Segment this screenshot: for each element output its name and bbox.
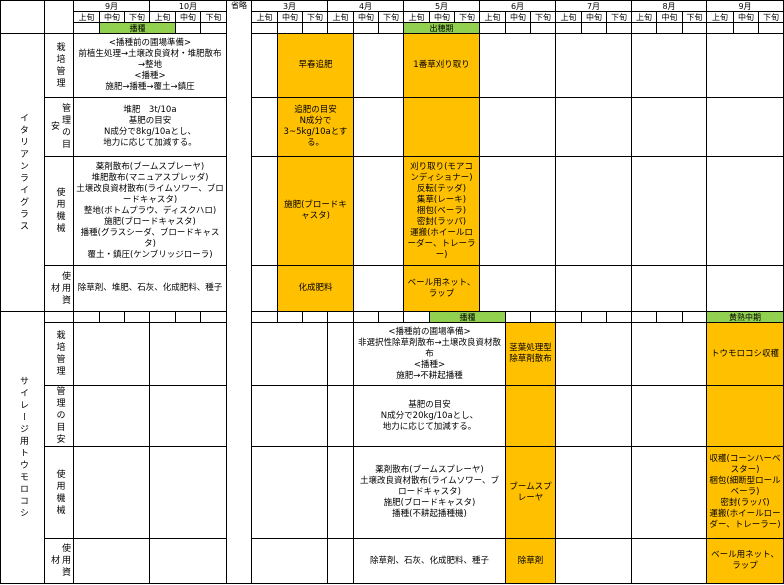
- table-cell: [706, 97, 784, 157]
- table-cell: [555, 156, 632, 266]
- table-cell: [251, 265, 278, 312]
- march-task: 早春追肥: [277, 33, 354, 98]
- table-cell: [149, 322, 227, 386]
- table-cell: [555, 446, 632, 539]
- task-text: 除草剤、堆肥、石灰、化成肥料、種子: [73, 265, 227, 312]
- june-task: 除草剤: [505, 538, 556, 584]
- table-cell: [327, 322, 354, 386]
- table-cell: [327, 446, 354, 539]
- table-cell: [631, 97, 707, 157]
- table-cell: [251, 538, 328, 584]
- september-task: 収穫(コーンハーベスター) 梱包(細断型ロールベーラ) 密封(ラッパ) 運搬(ホ…: [706, 446, 784, 539]
- table-cell: [631, 538, 707, 584]
- table-cell: [555, 265, 632, 312]
- march-task: 追肥の目安 N成分で3~5kg/10aとする。: [277, 97, 354, 157]
- table-cell: [73, 538, 150, 584]
- june-task: [505, 385, 556, 447]
- table-cell: [631, 322, 707, 386]
- task-text: 薬剤散布(ブームスプレーヤ) 土壌改良資材散布(ライムソワー、ブロードキャスタ)…: [353, 446, 506, 539]
- table-cell: [706, 265, 784, 312]
- june-task: 茎葉処理型除草剤散布: [505, 322, 556, 386]
- table-cell: [631, 385, 707, 447]
- table-cell: [353, 265, 404, 312]
- table-cell: [149, 385, 227, 447]
- september-task: ベール用ネット、ラップ: [706, 538, 784, 584]
- task-text: <播種前の圃場準備> 前植生処理→土壌改良資材・堆肥散布→整地 <播種> 施肥→…: [73, 33, 227, 98]
- september-task: [706, 385, 784, 447]
- table-cell: [73, 446, 150, 539]
- table-cell: [251, 446, 328, 539]
- table-cell: [479, 156, 556, 266]
- june-task: ブームスプレーヤ: [505, 446, 556, 539]
- crop-label-silage-corn: サイレージ用トウモロコシ: [0, 311, 45, 584]
- table-cell: [251, 97, 278, 157]
- header-corner-label: [44, 0, 74, 34]
- table-cell: [479, 33, 556, 98]
- table-cell: [555, 538, 632, 584]
- task-text: <播種前の圃場準備> 非選択性除草剤散布→土壌改良資材散布 <播種> 施肥→不耕…: [353, 322, 506, 386]
- table-cell: [73, 322, 150, 386]
- header-corner-crop: [0, 0, 45, 34]
- table-cell: [631, 33, 707, 98]
- table-cell: [251, 156, 278, 266]
- table-cell: [149, 538, 227, 584]
- march-task: 化成肥料: [277, 265, 354, 312]
- table-cell: [251, 385, 328, 447]
- table-cell: [706, 33, 784, 98]
- row-label: 使用機械: [44, 156, 74, 266]
- table-cell: [555, 322, 632, 386]
- table-cell: [631, 446, 707, 539]
- row-label: 使用機械: [44, 446, 74, 539]
- table-cell: [479, 97, 556, 157]
- table-cell: [555, 33, 632, 98]
- may-task: 1番草刈り取り: [403, 33, 480, 98]
- table-cell: [73, 385, 150, 447]
- task-text: 基肥の目安 N成分で20kg/10aとし、 地力に応じて加減する。: [353, 385, 506, 447]
- table-cell: [631, 156, 707, 266]
- may-task: [403, 97, 480, 157]
- table-cell: [327, 385, 354, 447]
- table-cell: [149, 446, 227, 539]
- task-text: 堆肥 3t/10a 基肥の目安 N成分で8kg/10aとし、 地力に応じて加減す…: [73, 97, 227, 157]
- table-cell: [479, 265, 556, 312]
- row-label: 栽培管理: [44, 322, 74, 386]
- row-label: 栽培管理: [44, 33, 74, 98]
- table-cell: [631, 265, 707, 312]
- task-text: 薬剤散布(ブームスプレーヤ) 堆肥散布(マニュアスプレッダ) 土壌改良資材散布(…: [73, 156, 227, 266]
- table-cell: [327, 538, 354, 584]
- may-task: ベール用ネット、ラップ: [403, 265, 480, 312]
- may-task: 刈り取り(モアコンディショナー) 反転(テッダ) 集草(レーキ) 梱包(ベーラ)…: [403, 156, 480, 266]
- row-label: 管理の目安: [44, 385, 74, 447]
- row-label: 使用資材: [44, 538, 74, 584]
- table-cell: [353, 156, 404, 266]
- march-task: 施肥(ブロードキャスタ): [277, 156, 354, 266]
- table-cell: [353, 97, 404, 157]
- table-cell: [706, 156, 784, 266]
- table-cell: [353, 33, 404, 98]
- table-cell: [555, 385, 632, 447]
- september-task: トウモロコシ収穫: [706, 322, 784, 386]
- table-cell: [251, 33, 278, 98]
- task-text: 除草剤、石灰、化成肥料、種子: [353, 538, 506, 584]
- table-cell: [555, 97, 632, 157]
- row-label: 管理の目安: [44, 97, 74, 157]
- omitted-column: 省略: [226, 0, 252, 584]
- table-cell: [251, 322, 328, 386]
- row-label: 使用資材: [44, 265, 74, 312]
- crop-label-italian-ryegrass: イタリアンライグラス: [0, 33, 45, 312]
